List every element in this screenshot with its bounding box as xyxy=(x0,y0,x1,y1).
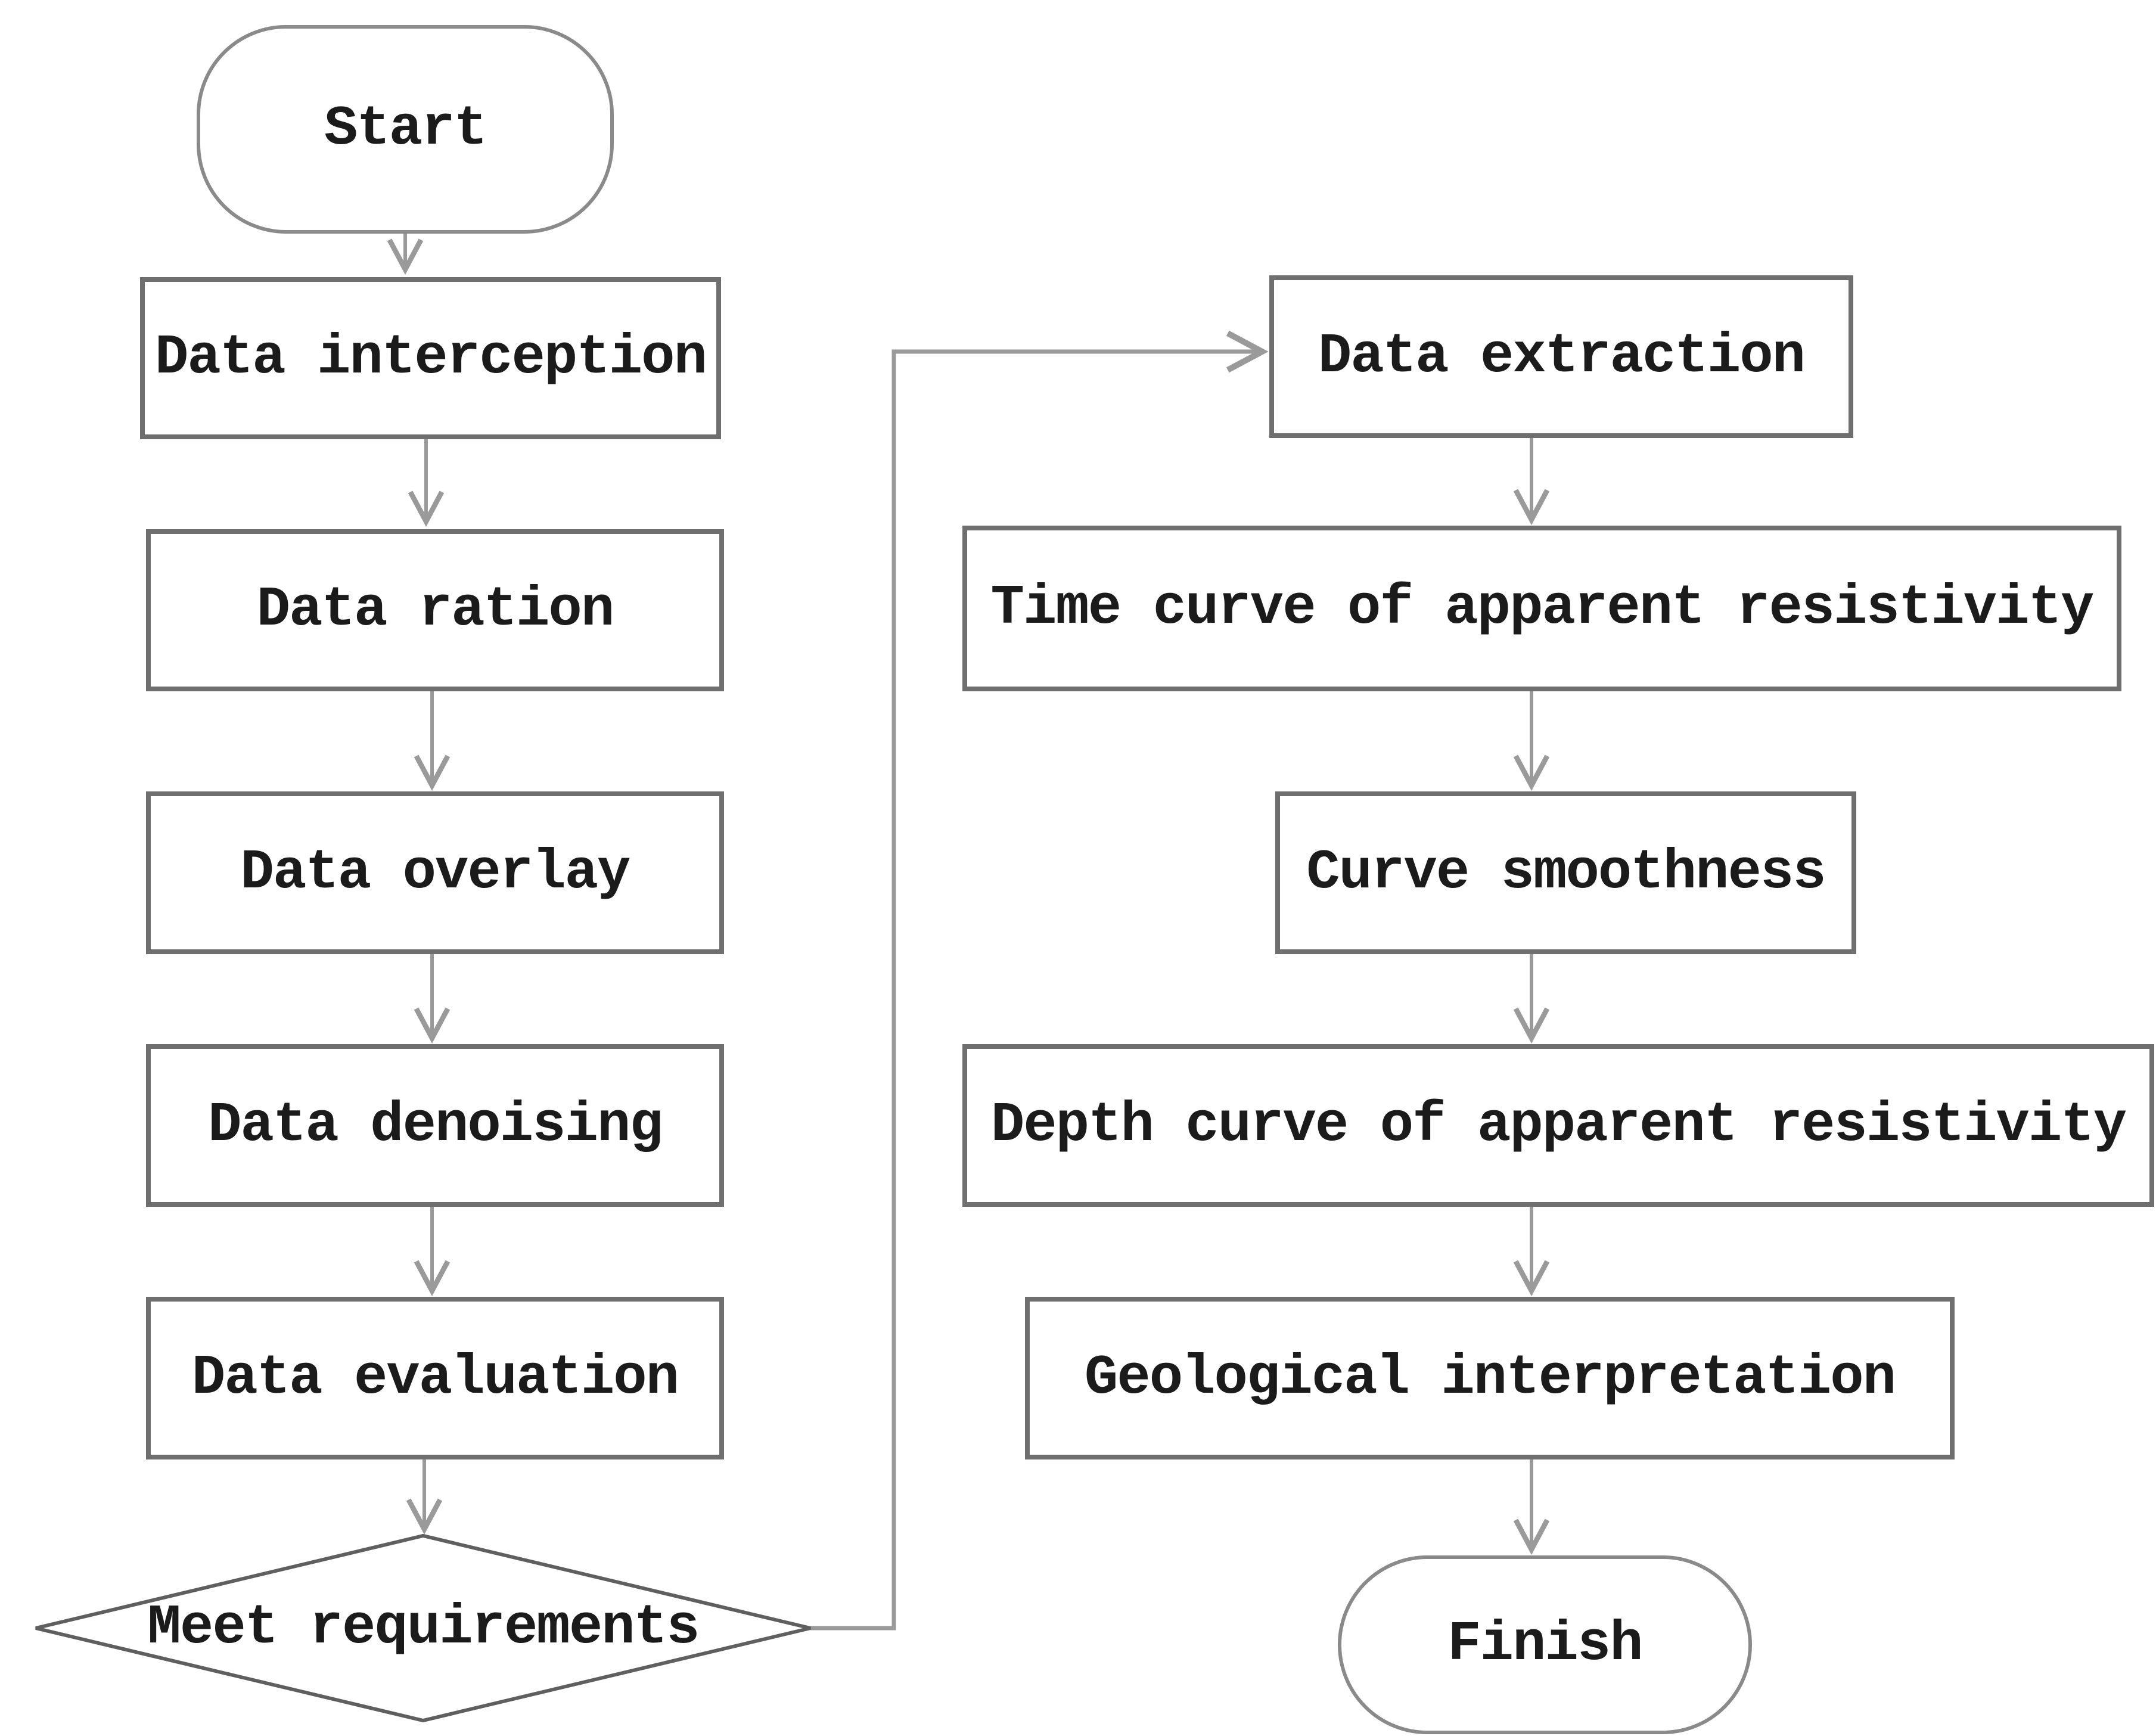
node-geological-interpretation: Geological interpretation xyxy=(1025,1297,1955,1459)
node-time-curve: Time curve of apparent resistivity xyxy=(962,526,2121,691)
node-meet-requirements-shape xyxy=(35,1533,811,1723)
node-label: Depth curve of apparent resistivity xyxy=(990,1094,2127,1157)
node-label: Data extraction xyxy=(1318,325,1806,389)
node-data-evaluation: Data evaluation xyxy=(146,1297,724,1459)
node-label: Geological interpretation xyxy=(1084,1346,1896,1410)
node-label: Data denoising xyxy=(208,1094,663,1157)
node-label: Data interception xyxy=(155,327,707,390)
node-data-overlay: Data overlay xyxy=(146,791,724,954)
node-depth-curve: Depth curve of apparent resistivity xyxy=(962,1044,2154,1207)
node-label: Meet requirements xyxy=(147,1597,700,1660)
node-label: Time curve of apparent resistivity xyxy=(990,577,2095,640)
edge-diamond-to-extraction xyxy=(810,330,1269,1631)
node-data-ration: Data ration xyxy=(146,529,724,691)
node-label: Data ration xyxy=(256,579,615,642)
node-start: Start xyxy=(197,25,614,234)
node-data-interception: Data interception xyxy=(140,277,721,439)
node-label: Data evaluation xyxy=(191,1346,679,1410)
node-data-extraction: Data extraction xyxy=(1269,275,1853,438)
node-data-denoising: Data denoising xyxy=(146,1044,724,1207)
node-label: Start xyxy=(324,98,487,161)
node-curve-smoothness: Curve smoothness xyxy=(1275,791,1856,954)
node-label: Curve smoothness xyxy=(1306,841,1826,905)
node-meet-requirements: Meet requirements xyxy=(36,1536,810,1721)
node-finish: Finish xyxy=(1338,1555,1752,1734)
node-label: Data overlay xyxy=(240,841,631,905)
node-label: Finish xyxy=(1447,1613,1643,1676)
